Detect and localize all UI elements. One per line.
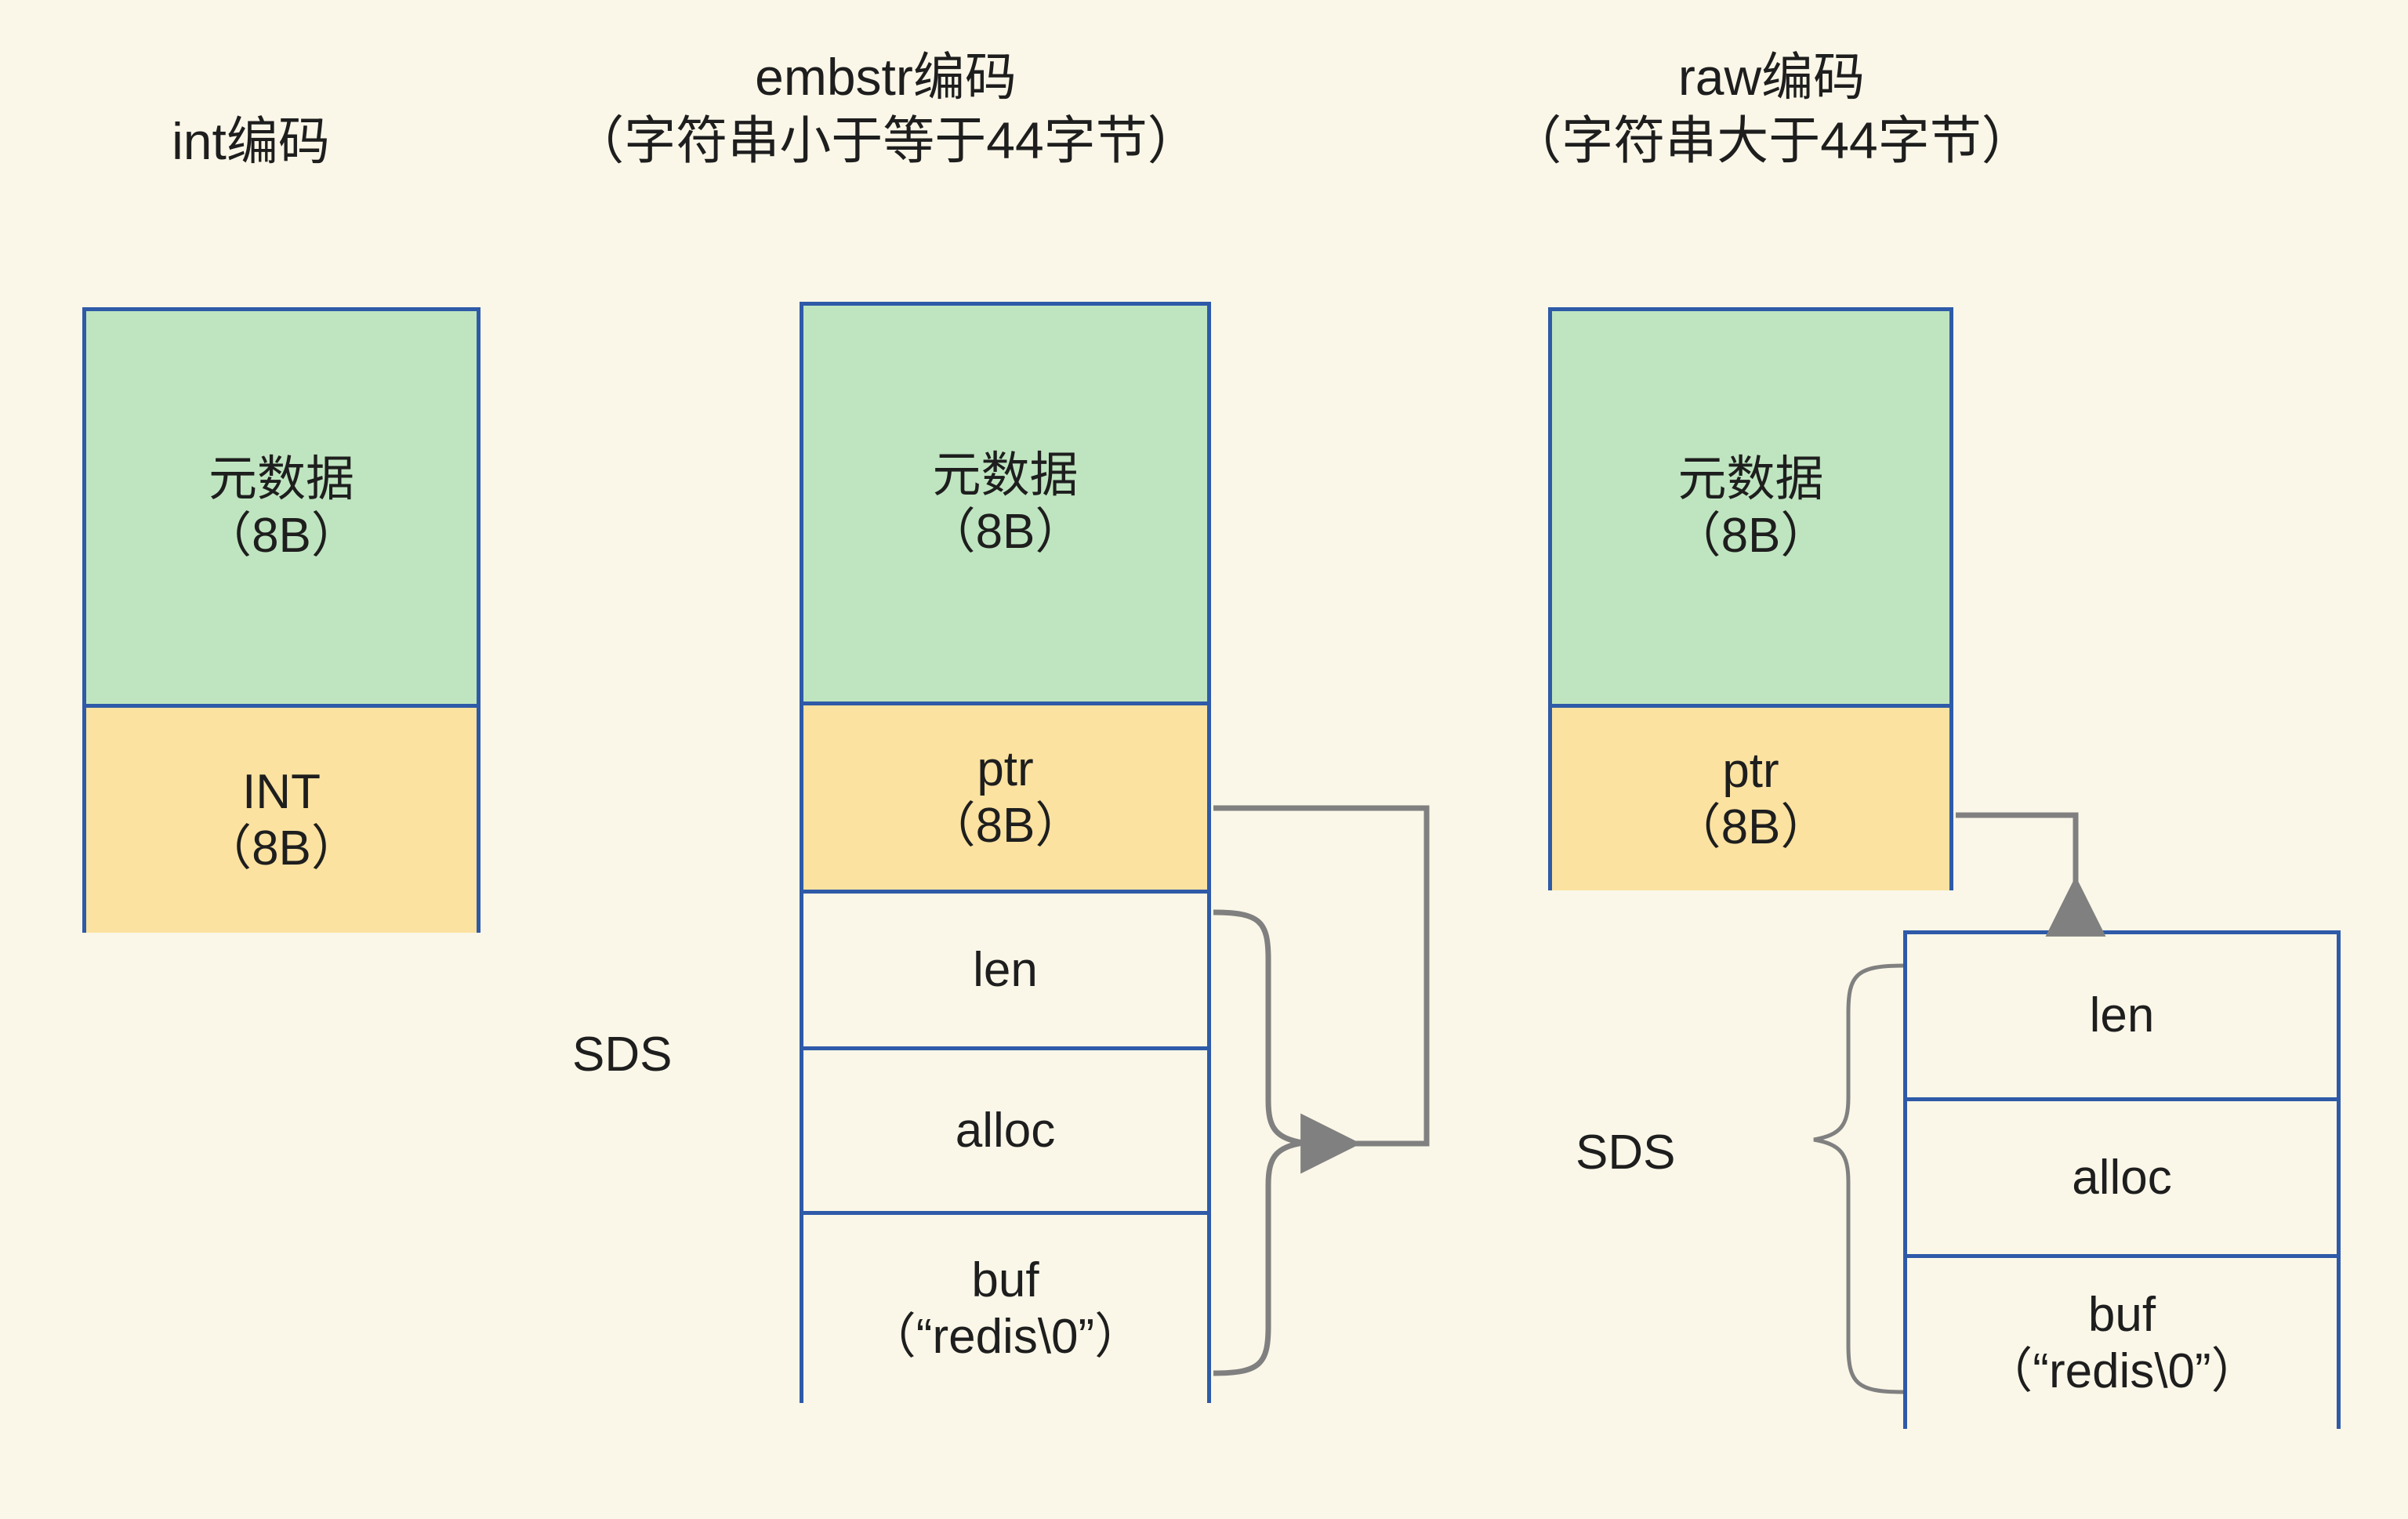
raw-metadata-cell: 元数据 （8B） [1552, 311, 1949, 704]
embstr-sds-brace [1213, 909, 1304, 1376]
embstr-divider-2 [803, 890, 1207, 894]
embstr-pointer-arrow [1213, 805, 1430, 1174]
raw-buf-cell: buf （“redis\0”） [1907, 1258, 2337, 1429]
embstr-alloc-cell: alloc [803, 1050, 1207, 1211]
embstr-divider-3 [803, 1046, 1207, 1050]
raw-sds-brace [1813, 963, 1904, 1394]
raw-divider [1552, 704, 1949, 708]
column-title-int: int编码 [172, 112, 330, 170]
embstr-sds-label: SDS [572, 1028, 673, 1082]
raw-pointer-cell: ptr （8B） [1552, 708, 1949, 890]
raw-sds-label: SDS [1576, 1126, 1676, 1180]
raw-object-box: 元数据 （8B） ptr （8B） [1548, 307, 1953, 890]
embstr-divider-1 [803, 701, 1207, 705]
int-divider [86, 704, 477, 708]
column-title-raw: raw编码 （字符串大于44字节） [1510, 48, 2033, 169]
int-value-cell: INT （8B） [86, 708, 477, 933]
embstr-pointer-cell: ptr （8B） [803, 705, 1207, 890]
embstr-buf-cell: buf （“redis\0”） [803, 1215, 1207, 1403]
embstr-metadata-cell: 元数据 （8B） [803, 306, 1207, 701]
embstr-divider-4 [803, 1211, 1207, 1215]
raw-pointer-arrow [1956, 812, 2106, 937]
embstr-object-box: 元数据 （8B） ptr （8B） len alloc buf （“redis\… [800, 302, 1211, 1403]
raw-sds-divider-1 [1907, 1097, 2337, 1101]
raw-alloc-cell: alloc [1907, 1101, 2337, 1254]
raw-len-cell: len [1907, 934, 2337, 1097]
int-object-box: 元数据 （8B） INT （8B） [82, 307, 481, 933]
raw-sds-divider-2 [1907, 1254, 2337, 1258]
embstr-len-cell: len [803, 894, 1207, 1046]
column-title-embstr: embstr编码 （字符串小于等于44字节） [572, 48, 1199, 169]
int-metadata-cell: 元数据 （8B） [86, 311, 477, 704]
raw-sds-box: len alloc buf （“redis\0”） [1903, 930, 2341, 1429]
